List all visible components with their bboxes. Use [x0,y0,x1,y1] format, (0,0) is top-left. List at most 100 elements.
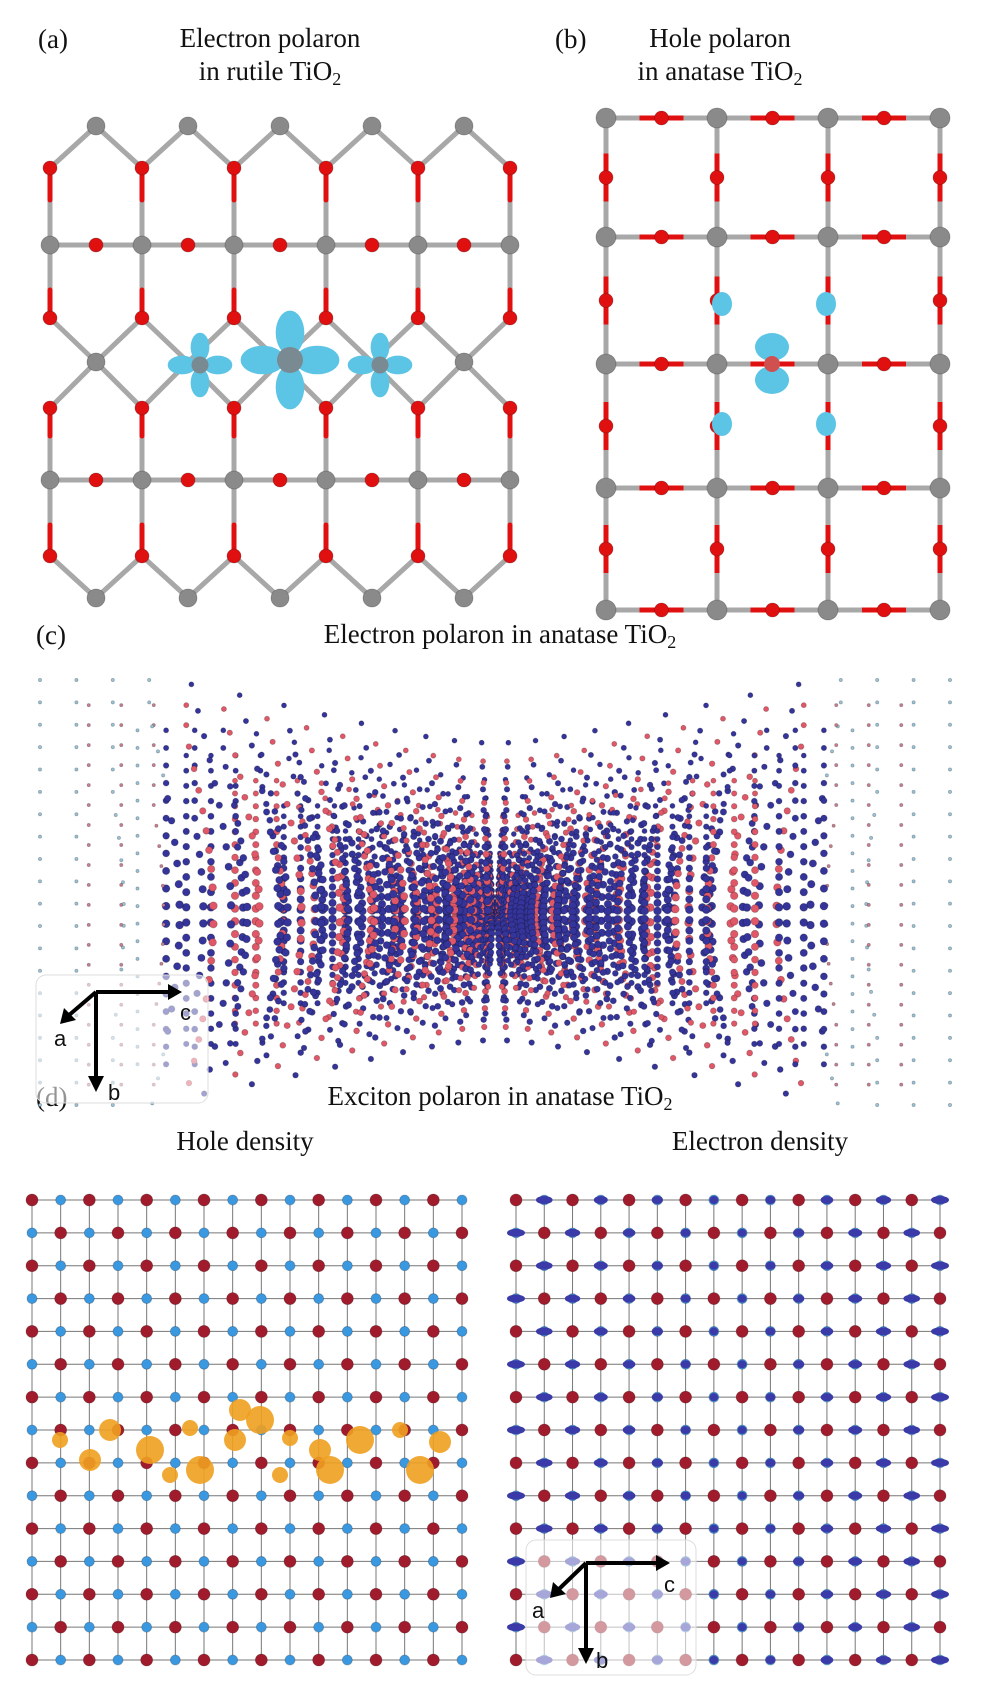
lattice-site [301,1000,309,1008]
d-a-axis-label: a [532,1598,545,1623]
lattice-site [191,779,199,787]
lattice-site [349,801,356,808]
lattice-site [355,828,363,835]
lattice-site [233,978,242,987]
lattice-site [301,991,309,999]
lattice-site [207,964,215,972]
lattice-site [86,703,91,708]
titanium-atom [40,235,60,255]
lattice-site [251,850,259,859]
titanium-atom [817,107,839,129]
lattice-site [282,888,292,897]
lattice-site [306,1007,314,1015]
hole-polaron-satellite [712,292,732,316]
panel-b-title-line2: in anatase TiO [637,55,794,86]
lattice-site [242,886,251,895]
lattice-site [207,864,216,874]
lattice-site [431,840,438,847]
lattice-site [161,937,171,946]
lattice-site [279,964,288,973]
lattice-site [301,822,309,830]
lattice-site [236,773,244,781]
bond [415,315,467,365]
titanium-atom [817,226,839,248]
polaron-lobe [240,345,285,375]
lattice-site [357,813,365,821]
titanium-atom [817,599,839,621]
lattice-site [162,866,171,876]
bond [369,123,421,171]
lattice-site [310,943,319,952]
lattice-site [287,819,295,827]
lattice-site [252,815,260,823]
oxygen-atom [42,548,58,564]
lattice-site [360,970,369,978]
oxygen-atom [598,541,614,557]
lattice-site [190,765,198,773]
lattice-site [297,773,305,781]
lattice-site [328,906,337,916]
lattice-site [382,880,391,889]
oxygen-atom [410,310,426,326]
lattice-site [273,790,280,797]
panel-b-title: Hole polaron in anatase TiO2 [590,22,850,88]
oxygen-atom [456,472,472,488]
lattice-site [354,933,364,942]
bond [277,553,329,601]
lattice-site [369,931,378,940]
oxygen-atom [318,160,334,176]
lattice-site [252,981,260,989]
oxygen-atom [598,293,614,308]
lattice-site [311,930,320,939]
bond [93,123,145,171]
lattice-site [38,767,43,772]
oxygen-atom [876,229,892,245]
lattice-site [188,681,195,688]
titanium-atom [86,116,106,136]
titanium-atom [595,477,617,499]
lattice-site [273,883,282,893]
polaron-lobe [167,355,197,375]
lattice-site [38,700,43,705]
lattice-site [283,1022,291,1030]
lattice-site [348,769,355,776]
lattice-site [119,842,124,847]
lattice-site [300,778,308,786]
d-c-axis-label: c [664,1572,675,1597]
lattice-site [378,854,387,863]
lattice-site [151,703,156,708]
panel-c-title-text: Electron polaron in anatase TiO [323,619,668,649]
lattice-site [251,929,260,939]
lattice-site [119,942,124,947]
lattice-site [86,902,91,907]
lattice-site [155,749,160,754]
titanium-atom [595,353,617,375]
lattice-site [151,783,156,788]
lattice-site [298,1016,305,1024]
lattice-site [119,882,124,887]
titanium-atom [706,353,728,375]
lattice-site [222,1059,229,1067]
lattice-site [183,782,190,790]
lattice-site [174,941,183,950]
lattice-site [333,973,342,982]
panel-b-title-sub: 2 [793,68,803,89]
lattice-site [310,878,319,887]
lattice-site [258,787,266,795]
titanium-atom [40,470,60,490]
lattice-site [211,779,219,787]
titanium-atom [454,352,474,372]
titanium-atom [224,235,244,255]
oxygen-atom [932,170,948,185]
lattice-site [366,792,373,799]
lattice-site [110,700,115,705]
lattice-site [331,963,340,972]
lattice-site [296,759,303,766]
lattice-site [226,783,234,790]
bond [185,123,237,171]
lattice-site [355,903,365,912]
lattice-site [271,1014,279,1022]
lattice-site [86,823,91,828]
titanium-atom [454,116,474,136]
